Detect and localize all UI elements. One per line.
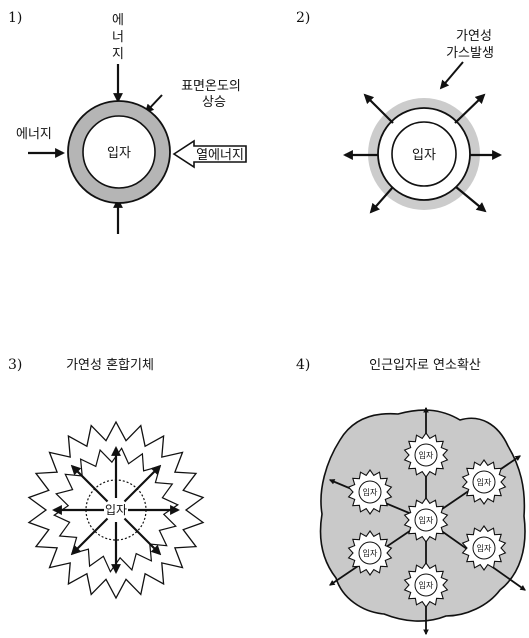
panel-2-number: 2) xyxy=(296,10,310,26)
particle-label: 입자 xyxy=(477,478,492,487)
energy-char-2: 너 xyxy=(112,30,124,45)
gas-arrow-nw xyxy=(365,95,393,123)
surface-temp-label-line1: 표면온도의 xyxy=(181,79,241,94)
gas-arrow-ne xyxy=(455,95,484,123)
gas-pointer-arrow xyxy=(441,62,463,88)
energy-left-label: 에너지 xyxy=(16,127,52,142)
particle-label: 입자 xyxy=(419,451,434,460)
particle-label: 입자 xyxy=(412,148,436,163)
panel-3: 3) 가연성 혼합기체 입자 xyxy=(8,357,203,598)
particle-label: 입자 xyxy=(363,549,378,558)
particle-label: 입자 xyxy=(105,503,127,517)
panel-1: 1) 에 너 지 입자 에너지 표면온도의 상승 열에너지 xyxy=(8,10,246,234)
particle-label: 입자 xyxy=(107,146,131,161)
energy-char-1: 에 xyxy=(112,13,124,28)
particle-label: 입자 xyxy=(419,516,434,525)
panel-2: 2) 가연성 가스발생 입자 xyxy=(296,10,500,212)
gas-arrow-se xyxy=(456,187,485,211)
energy-char-3: 지 xyxy=(112,47,124,62)
gas-label-line2: 가스발생 xyxy=(446,46,494,61)
particle-label: 입자 xyxy=(419,581,434,590)
heat-energy-label: 열에너지 xyxy=(196,148,244,163)
gas-label-line1: 가연성 xyxy=(456,29,492,44)
panel-4-title: 인근입자로 연소확산 xyxy=(369,358,481,373)
panel-3-title: 가연성 혼합기체 xyxy=(66,358,154,373)
panel-4-number: 4) xyxy=(296,357,310,373)
surface-temp-label-line2: 상승 xyxy=(202,95,226,110)
panel-1-number: 1) xyxy=(8,10,22,26)
panel-3-number: 3) xyxy=(8,357,22,373)
particle-label: 입자 xyxy=(477,544,492,553)
particle-label: 입자 xyxy=(363,488,378,497)
